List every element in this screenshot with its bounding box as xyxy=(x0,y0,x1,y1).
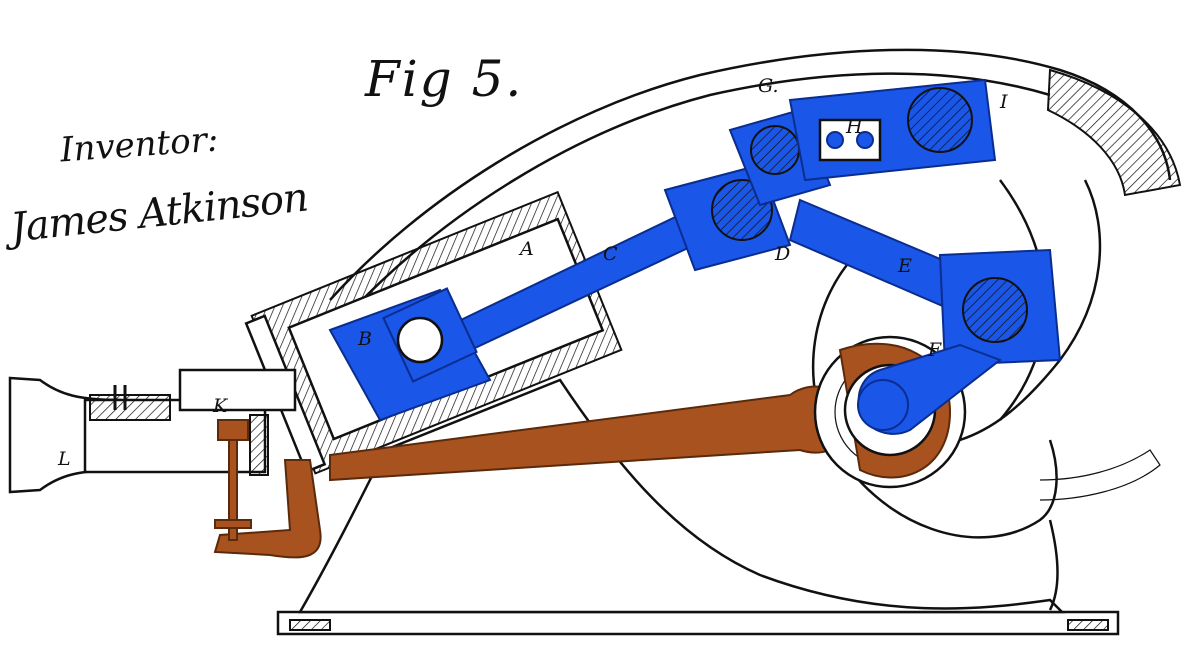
label-c: C xyxy=(603,243,618,265)
label-i: I xyxy=(999,91,1008,113)
label-l: L xyxy=(57,448,71,470)
label-g: G. xyxy=(758,75,779,97)
label-d: D xyxy=(774,243,790,265)
label-h: H xyxy=(845,116,863,138)
eccentric-rod xyxy=(213,385,853,559)
label-e: E xyxy=(897,255,912,277)
label-a: A xyxy=(518,238,534,260)
inlet-pipe xyxy=(8,368,297,494)
label-f: F xyxy=(927,339,942,361)
linkage xyxy=(328,78,1062,435)
label-b: B xyxy=(357,328,372,350)
base-plate xyxy=(276,610,1120,636)
part-labels: A B C D E F G. H I K L xyxy=(57,75,1008,470)
label-k: K xyxy=(212,395,229,417)
figure-title: Fig 5. xyxy=(365,50,524,108)
